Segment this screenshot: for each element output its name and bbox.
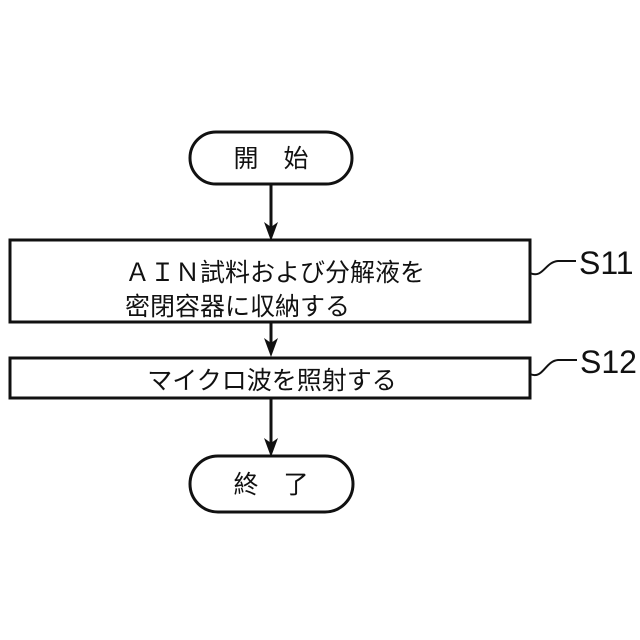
arrow-down-1: [264, 184, 278, 241]
process-box-s12-text: マイクロ波を照射する: [147, 367, 397, 395]
process-box-s12-shape: [8, 356, 532, 400]
process-box-s11-shape: [8, 238, 532, 324]
arrow-down-1-head-icon: [264, 222, 278, 241]
arrow-down-3: [264, 399, 278, 457]
terminal-end: 終 了: [188, 454, 355, 514]
leader-line-s12: [529, 359, 577, 377]
process-box-s11: ＡＩＮ試料および分解液を 密閉容器に収納する S11: [8, 238, 634, 324]
terminal-end-label: 終 了: [233, 471, 308, 499]
leader-line-s11: [529, 260, 576, 276]
terminal-end-shape: [188, 454, 355, 514]
step-tag-s12: S12: [580, 344, 637, 380]
terminal-start: 開 始: [188, 130, 354, 186]
arrow-down-2: [264, 323, 278, 357]
arrow-down-2-head-icon: [264, 338, 278, 357]
step-tag-s11: S11: [579, 245, 634, 281]
arrow-down-3-head-icon: [264, 438, 278, 457]
terminal-start-label: 開 始: [233, 145, 308, 173]
process-box-s11-text-line1: ＡＩＮ試料および分解液を: [125, 259, 425, 287]
process-box-s12: マイクロ波を照射する S12: [8, 344, 637, 400]
process-box-s11-text-line2: 密閉容器に収納する: [125, 293, 350, 321]
